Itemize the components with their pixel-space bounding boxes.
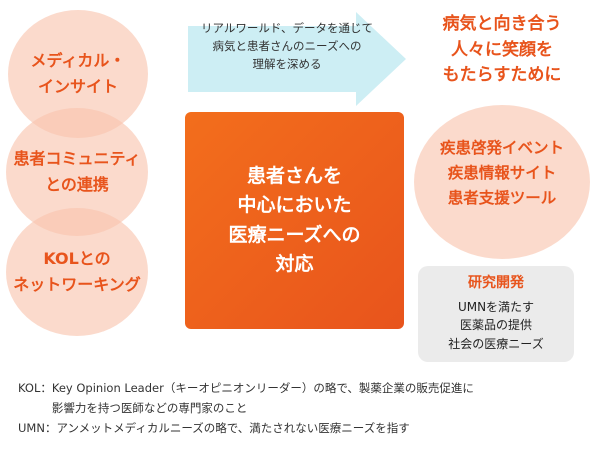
activities-list: 疾患啓発イベント 疾患情報サイト 患者支援ツール: [414, 136, 590, 210]
activities-circle: [414, 105, 590, 259]
center-box: 患者さんを 中心においた 医療ニーズへの 対応: [185, 112, 404, 329]
goal-text: 病気と向き合う 人々に笑顔を もたらすために: [442, 14, 562, 85]
activity-item: 疾患啓発イベント: [439, 139, 564, 157]
note-text: アンメットメディカルニーズの略で、満たされない医療ニーズを指す: [56, 421, 410, 436]
footnotes: KOL： Key Opinion Leader（キーオピニオンリーダー）の略で、…: [18, 378, 588, 438]
activity-item: 患者支援ツール: [447, 188, 557, 207]
circle-kol-networking: KOLとの ネットワーキング: [6, 208, 148, 336]
circle-label: メディカル・ インサイト: [30, 51, 126, 96]
note-text: Key Opinion Leader（キーオピニオンリーダー）の略で、製薬企業の…: [51, 381, 474, 416]
circle-label: KOLとの ネットワーキング: [13, 249, 141, 294]
activity-item: 疾患情報サイト: [447, 163, 557, 182]
research-title: 研究開発: [468, 275, 524, 291]
right-arrow-shape: [188, 12, 406, 106]
circle-patient-community: 患者コミュニティ との連携: [6, 108, 148, 236]
arrow-text: リアルワールド、データを通じて 病気と患者さんのニーズへの 理解を深める: [201, 21, 373, 71]
center-label: 患者さんを 中心においた 医療ニーズへの 対応: [228, 164, 361, 275]
research-box: 研究開発 UMNを満たす 医薬品の提供 社会の医療ニーズ: [418, 266, 574, 362]
circle-label: 患者コミュニティ との連携: [13, 149, 141, 194]
research-desc: UMNを満たす 医薬品の提供 社会の医療ニーズ: [448, 299, 544, 351]
note-label: UMN：: [18, 421, 57, 436]
footnote-umn: UMN： アンメットメディカルニーズの略で、満たされない医療ニーズを指す: [18, 418, 588, 438]
note-label: KOL：: [18, 381, 52, 395]
footnote-kol: KOL： Key Opinion Leader（キーオピニオンリーダー）の略で、…: [18, 378, 588, 418]
